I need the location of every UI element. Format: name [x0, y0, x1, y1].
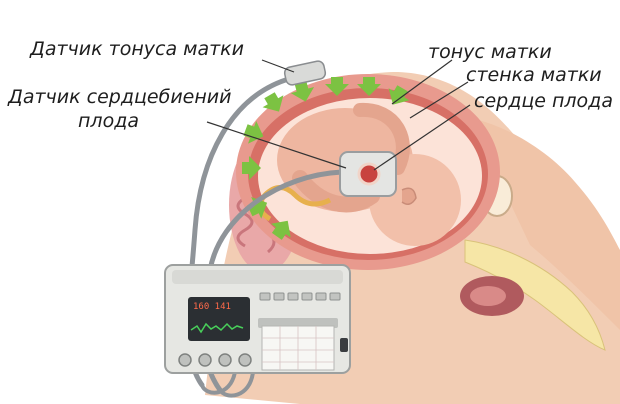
monitor-button	[329, 292, 341, 301]
fetus-ear	[401, 187, 417, 205]
monitor-connectors	[178, 353, 252, 367]
monitor-button	[301, 292, 313, 301]
monitor-trace	[190, 322, 244, 334]
contraction-arrow-icon	[325, 77, 349, 96]
leader-line-uterine-wall	[409, 81, 469, 119]
fetus-leg	[292, 170, 380, 213]
rectum-inner	[470, 286, 506, 306]
monitor-button	[287, 292, 299, 301]
cable-to-monitor-b	[218, 370, 255, 398]
connector-port	[198, 353, 212, 367]
connector-port	[218, 353, 232, 367]
monitor-buttons	[259, 292, 341, 301]
connector-port	[178, 353, 192, 367]
contraction-arrow-icon	[271, 220, 291, 240]
ctg-monitor: 160 141	[164, 264, 351, 374]
label-fetal-heart-sensor-line2: плода	[78, 110, 139, 132]
leader-line-uterine-tone	[391, 59, 453, 105]
connector-port	[238, 353, 252, 367]
monitor-reading: 160 141	[193, 302, 231, 312]
monitor-side-knob	[340, 338, 348, 352]
leader-lines	[206, 59, 471, 171]
paper-grid	[262, 326, 334, 370]
back-skin	[470, 118, 620, 330]
contraction-arrow-icon	[290, 81, 315, 102]
contraction-arrow-icon	[388, 85, 410, 105]
label-fetal-heart: сердце плода	[474, 90, 613, 112]
contraction-arrow-icon	[247, 196, 268, 219]
tone-sensor	[283, 60, 327, 86]
label-uterine-tone-sensor: Датчик тонуса матки	[30, 38, 245, 60]
label-uterine-tone: тонус матки	[428, 41, 552, 63]
leader-line-heart-sensor	[206, 121, 347, 169]
label-fetal-heart-sensor: Датчик сердцебиений	[8, 86, 232, 108]
monitor-top-panel	[172, 270, 343, 284]
monitor-screen	[188, 297, 250, 341]
fetus-arm	[353, 102, 410, 175]
cable-to-monitor-a	[200, 370, 237, 395]
monitor-button	[273, 292, 285, 301]
contraction-arrow-icon	[243, 121, 264, 144]
heart-sensor	[339, 151, 397, 197]
contraction-arrows	[242, 77, 410, 240]
leader-line-tone-sensor	[261, 59, 295, 73]
contraction-arrow-icon	[242, 156, 261, 180]
monitor-button	[315, 292, 327, 301]
leader-line-fetal-heart	[373, 104, 471, 171]
contraction-arrow-icon	[357, 77, 381, 96]
tone-sensor-icon	[283, 60, 327, 86]
label-uterine-wall: стенка матки	[466, 64, 602, 86]
monitor-button	[259, 292, 271, 301]
contraction-arrow-icon	[262, 92, 284, 112]
fetal-heart	[357, 162, 381, 186]
